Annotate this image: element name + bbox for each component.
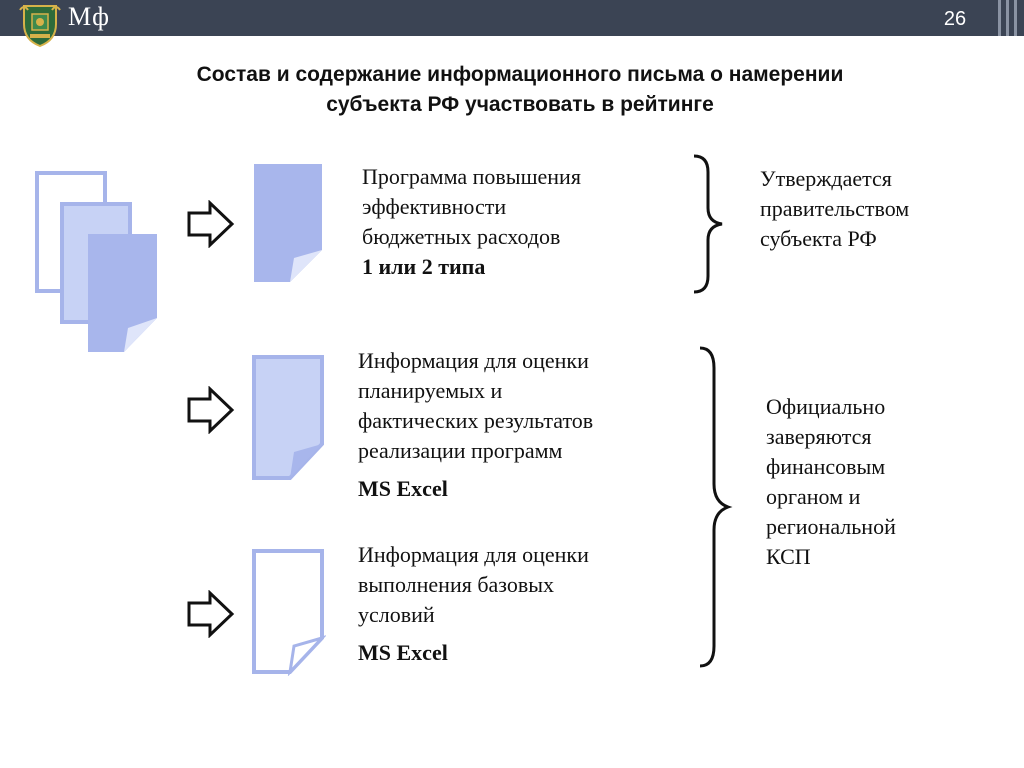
curly-brace-small bbox=[693, 154, 723, 294]
block-line: бюджетных расходов bbox=[362, 224, 561, 249]
block-results-text: Информация для оценки планируемых и факт… bbox=[358, 346, 678, 504]
note-line: Официально bbox=[766, 394, 886, 419]
header-stripes-decoration bbox=[998, 0, 1017, 36]
block-program-text: Программа повышения эффективности бюджет… bbox=[362, 162, 672, 282]
block-line: реализации программ bbox=[358, 438, 563, 463]
block-line: фактических результатов bbox=[358, 408, 594, 433]
block-line: условий bbox=[358, 602, 435, 627]
block-line: Программа повышения bbox=[362, 164, 581, 189]
note-line: правительством bbox=[760, 196, 910, 221]
title-line-2: субъекта РФ участвовать в рейтинге bbox=[326, 93, 714, 116]
block-bold-line: 1 или 2 типа bbox=[362, 254, 486, 279]
block-bold-line: MS Excel bbox=[358, 640, 448, 665]
arrow-right-icon bbox=[187, 590, 235, 638]
note-line: финансовым bbox=[766, 454, 886, 479]
note-line: заверяются bbox=[766, 424, 872, 449]
curly-brace-large bbox=[699, 346, 733, 668]
document-medium-icon bbox=[252, 355, 324, 480]
document-stack-icon bbox=[35, 171, 157, 352]
block-line: Информация для оценки bbox=[358, 542, 589, 567]
document-light-icon bbox=[252, 549, 326, 676]
block-line: планируемых и bbox=[358, 378, 503, 403]
block-bold-line: MS Excel bbox=[358, 476, 448, 501]
slide-number: 26 bbox=[943, 8, 967, 30]
emblem-icon bbox=[19, 5, 61, 48]
note-certification-text: Официально заверяются финансовым органом… bbox=[766, 392, 996, 572]
note-line: органом и bbox=[766, 484, 861, 509]
top-bar bbox=[0, 0, 1024, 36]
note-approval-text: Утверждается правительством субъекта РФ bbox=[760, 164, 990, 254]
arrow-right-icon bbox=[187, 200, 235, 248]
note-line: КСП bbox=[766, 544, 811, 569]
arrow-right-icon bbox=[187, 386, 235, 434]
document-dark-icon bbox=[254, 164, 322, 282]
note-line: региональной bbox=[766, 514, 896, 539]
block-line: выполнения базовых bbox=[358, 572, 555, 597]
block-line: Информация для оценки bbox=[358, 348, 589, 373]
block-line: эффективности bbox=[362, 194, 507, 219]
slide-title: Состав и содержание информационного пись… bbox=[80, 60, 960, 120]
note-line: Утверждается bbox=[760, 166, 892, 191]
note-line: субъекта РФ bbox=[760, 226, 877, 251]
block-conditions-text: Информация для оценки выполнения базовых… bbox=[358, 540, 678, 668]
title-line-1: Состав и содержание информационного пись… bbox=[196, 63, 844, 86]
logo-text: Мф bbox=[68, 2, 110, 31]
